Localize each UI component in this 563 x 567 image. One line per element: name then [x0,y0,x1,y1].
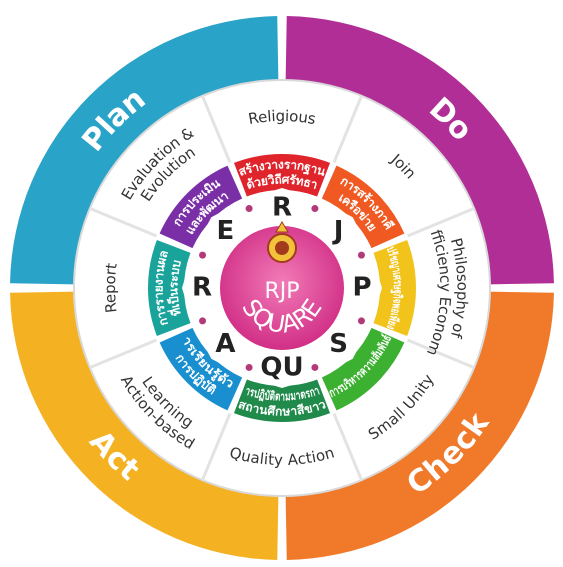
dot-icon [311,363,319,371]
segment-color-band [321,165,405,249]
dot-icon [199,317,207,325]
segment-divider [401,336,475,369]
emblem-icon [267,221,297,263]
dot-icon [357,317,365,325]
dot-icon [311,205,319,213]
segment-divider [89,207,163,240]
segment-letter: P [352,273,371,303]
center-title: RJP [264,279,299,304]
segment-color-band [373,239,416,337]
dot-icon [245,205,253,213]
segment-divider [201,95,234,169]
dot-icon [199,251,207,259]
segment-thai-label: ด้วยวิถีศรัทธา [245,172,320,192]
segment-thai-label: ปรัชญาเศรษฐกิจพอเพียง [384,244,405,331]
phase-plan [10,16,279,285]
dot-icon [357,251,365,259]
segment-color-band [321,327,405,411]
segment-letter: E [217,216,235,246]
segment-color-band [148,239,191,337]
segment-divider [89,336,163,369]
phase-check [285,291,554,560]
phase-do [285,16,554,285]
segment-outer-label: Report [100,262,120,314]
segment-letter: R [272,193,292,223]
dot-icon [245,363,253,371]
center-circle [220,226,344,350]
segment-thai-label: การรายงานผล [151,248,171,327]
segment-outer-label: Religious [247,106,318,127]
segment-divider [330,95,363,169]
segment-letter: QU [260,353,303,383]
segment-color-band [233,379,331,422]
segment-divider [330,407,363,481]
segment-letter: J [332,216,344,246]
segment-color-band [233,154,331,197]
center-hub: RJP SQUARE [220,221,344,350]
segment-divider [401,207,475,240]
segment-letter: S [329,329,348,359]
segment-thai-label: ที่เป็นระบบ [165,259,183,318]
phase-act [10,291,279,560]
segment-divider [201,407,234,481]
segment-color-band [159,165,243,249]
segment-color-band [159,327,243,411]
segment-letter: A [215,329,235,359]
segment-letter: R [192,273,212,303]
